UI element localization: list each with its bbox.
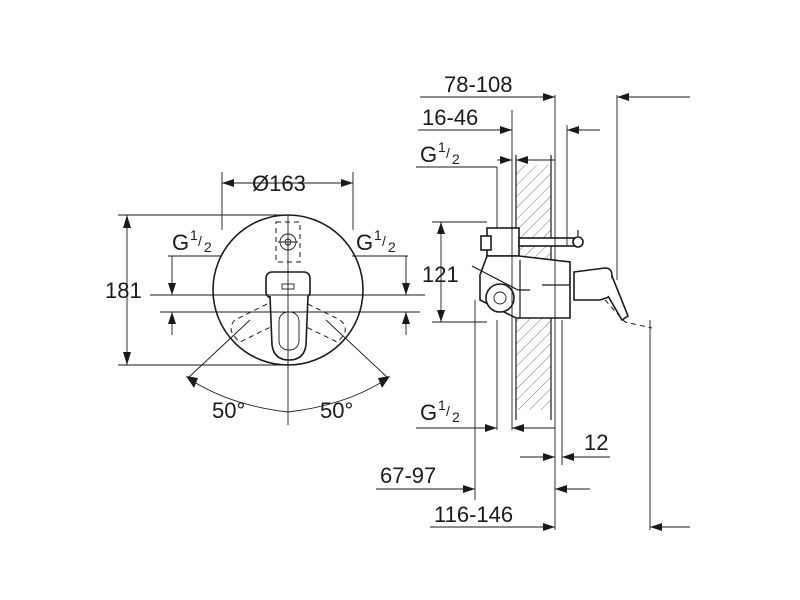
svg-text:50°: 50° <box>212 398 245 423</box>
side-view: 78-108 16-46 G 1 / 2 <box>376 72 690 531</box>
svg-text:G: G <box>172 230 189 255</box>
dim-67-97: 67-97 <box>376 463 590 493</box>
svg-text:16-46: 16-46 <box>422 105 478 130</box>
valve-body <box>471 227 584 319</box>
front-view: Ø163 181 G 1 / 2 G 1 / 2 <box>105 171 425 425</box>
height-arrow-bottom <box>123 352 131 365</box>
svg-text:2: 2 <box>452 151 460 167</box>
dim-78-108: 78-108 <box>420 72 690 101</box>
svg-text:78-108: 78-108 <box>444 72 513 97</box>
height-arrow-top <box>123 215 131 228</box>
svg-text:1: 1 <box>374 227 382 243</box>
svg-text:121: 121 <box>422 262 459 287</box>
svg-text:1: 1 <box>190 227 198 243</box>
svg-text:50°: 50° <box>320 398 353 423</box>
dim-16-46: 16-46 <box>418 105 600 134</box>
svg-text:2: 2 <box>452 409 460 425</box>
handle-rotated-left-ghost <box>230 299 286 343</box>
dim-12: 12 <box>520 430 610 461</box>
thread-callout-bottom: G 1 / 2 <box>416 397 555 432</box>
dim-116-146: 116-146 <box>430 502 690 531</box>
svg-text:2: 2 <box>388 239 396 255</box>
svg-text:2: 2 <box>204 239 212 255</box>
svg-text:12: 12 <box>584 430 608 455</box>
svg-text:G: G <box>420 142 437 167</box>
svg-text:/: / <box>382 233 386 249</box>
svg-text:1: 1 <box>438 397 446 413</box>
svg-text:/: / <box>446 145 450 161</box>
svg-text:/: / <box>198 233 202 249</box>
thread-callout-top: G 1 / 2 <box>416 139 555 228</box>
diameter-label: Ø163 <box>252 171 306 196</box>
dim-121: 121 <box>422 221 487 323</box>
diameter-arrow-right <box>341 179 353 187</box>
rotation-angle-left: 50° <box>186 319 289 423</box>
rotation-angle-right: 50° <box>287 319 390 423</box>
thread-callout-left: G 1 / 2 <box>168 227 222 335</box>
height-label: 181 <box>105 278 142 303</box>
thread-callout-right: G 1 / 2 <box>352 227 410 335</box>
svg-text:G: G <box>356 230 373 255</box>
svg-text:1: 1 <box>438 139 446 155</box>
svg-text:116-146: 116-146 <box>434 502 513 527</box>
svg-text:/: / <box>446 403 450 419</box>
lever-profile <box>573 267 653 329</box>
handle-rotated-right-ghost <box>291 299 346 343</box>
diameter-arrow-left <box>222 179 234 187</box>
svg-text:G: G <box>420 400 437 425</box>
svg-text:67-97: 67-97 <box>380 463 436 488</box>
